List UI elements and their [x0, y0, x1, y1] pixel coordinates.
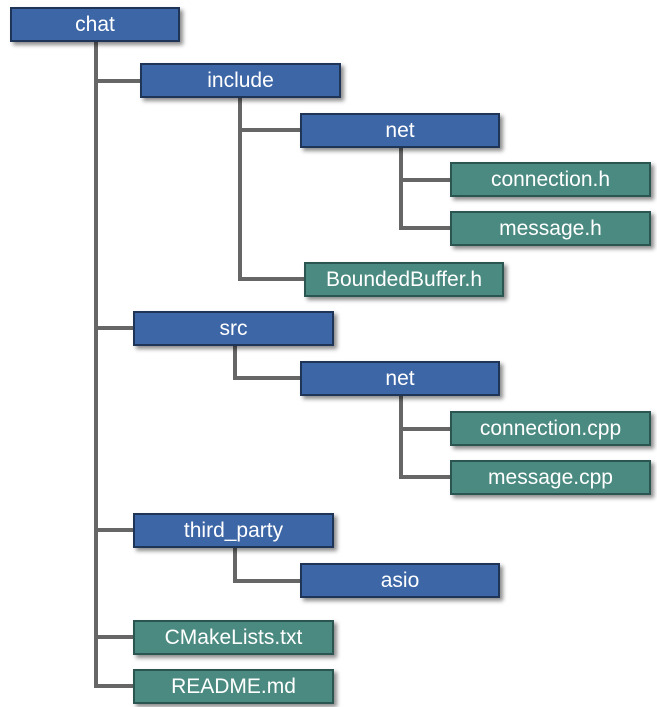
cmakelists-file-node: CMakeLists.txt — [133, 620, 334, 655]
include-net-folder-node: net — [300, 113, 500, 148]
third-party-folder-node: third_party — [133, 513, 334, 548]
include-folder-node: include — [140, 63, 341, 98]
connection-cpp-file-node: connection.cpp — [450, 411, 651, 446]
src-folder-node: src — [133, 311, 334, 346]
src-net-folder-node: net — [300, 361, 500, 396]
connection-h-file-node: connection.h — [450, 162, 651, 197]
message-h-file-node: message.h — [450, 211, 651, 246]
asio-folder-node: asio — [300, 563, 500, 598]
readme-file-node: README.md — [133, 669, 334, 704]
boundedbuffer-h-file-node: BoundedBuffer.h — [304, 262, 504, 297]
root-folder-node: chat — [10, 7, 180, 42]
message-cpp-file-node: message.cpp — [450, 460, 651, 495]
